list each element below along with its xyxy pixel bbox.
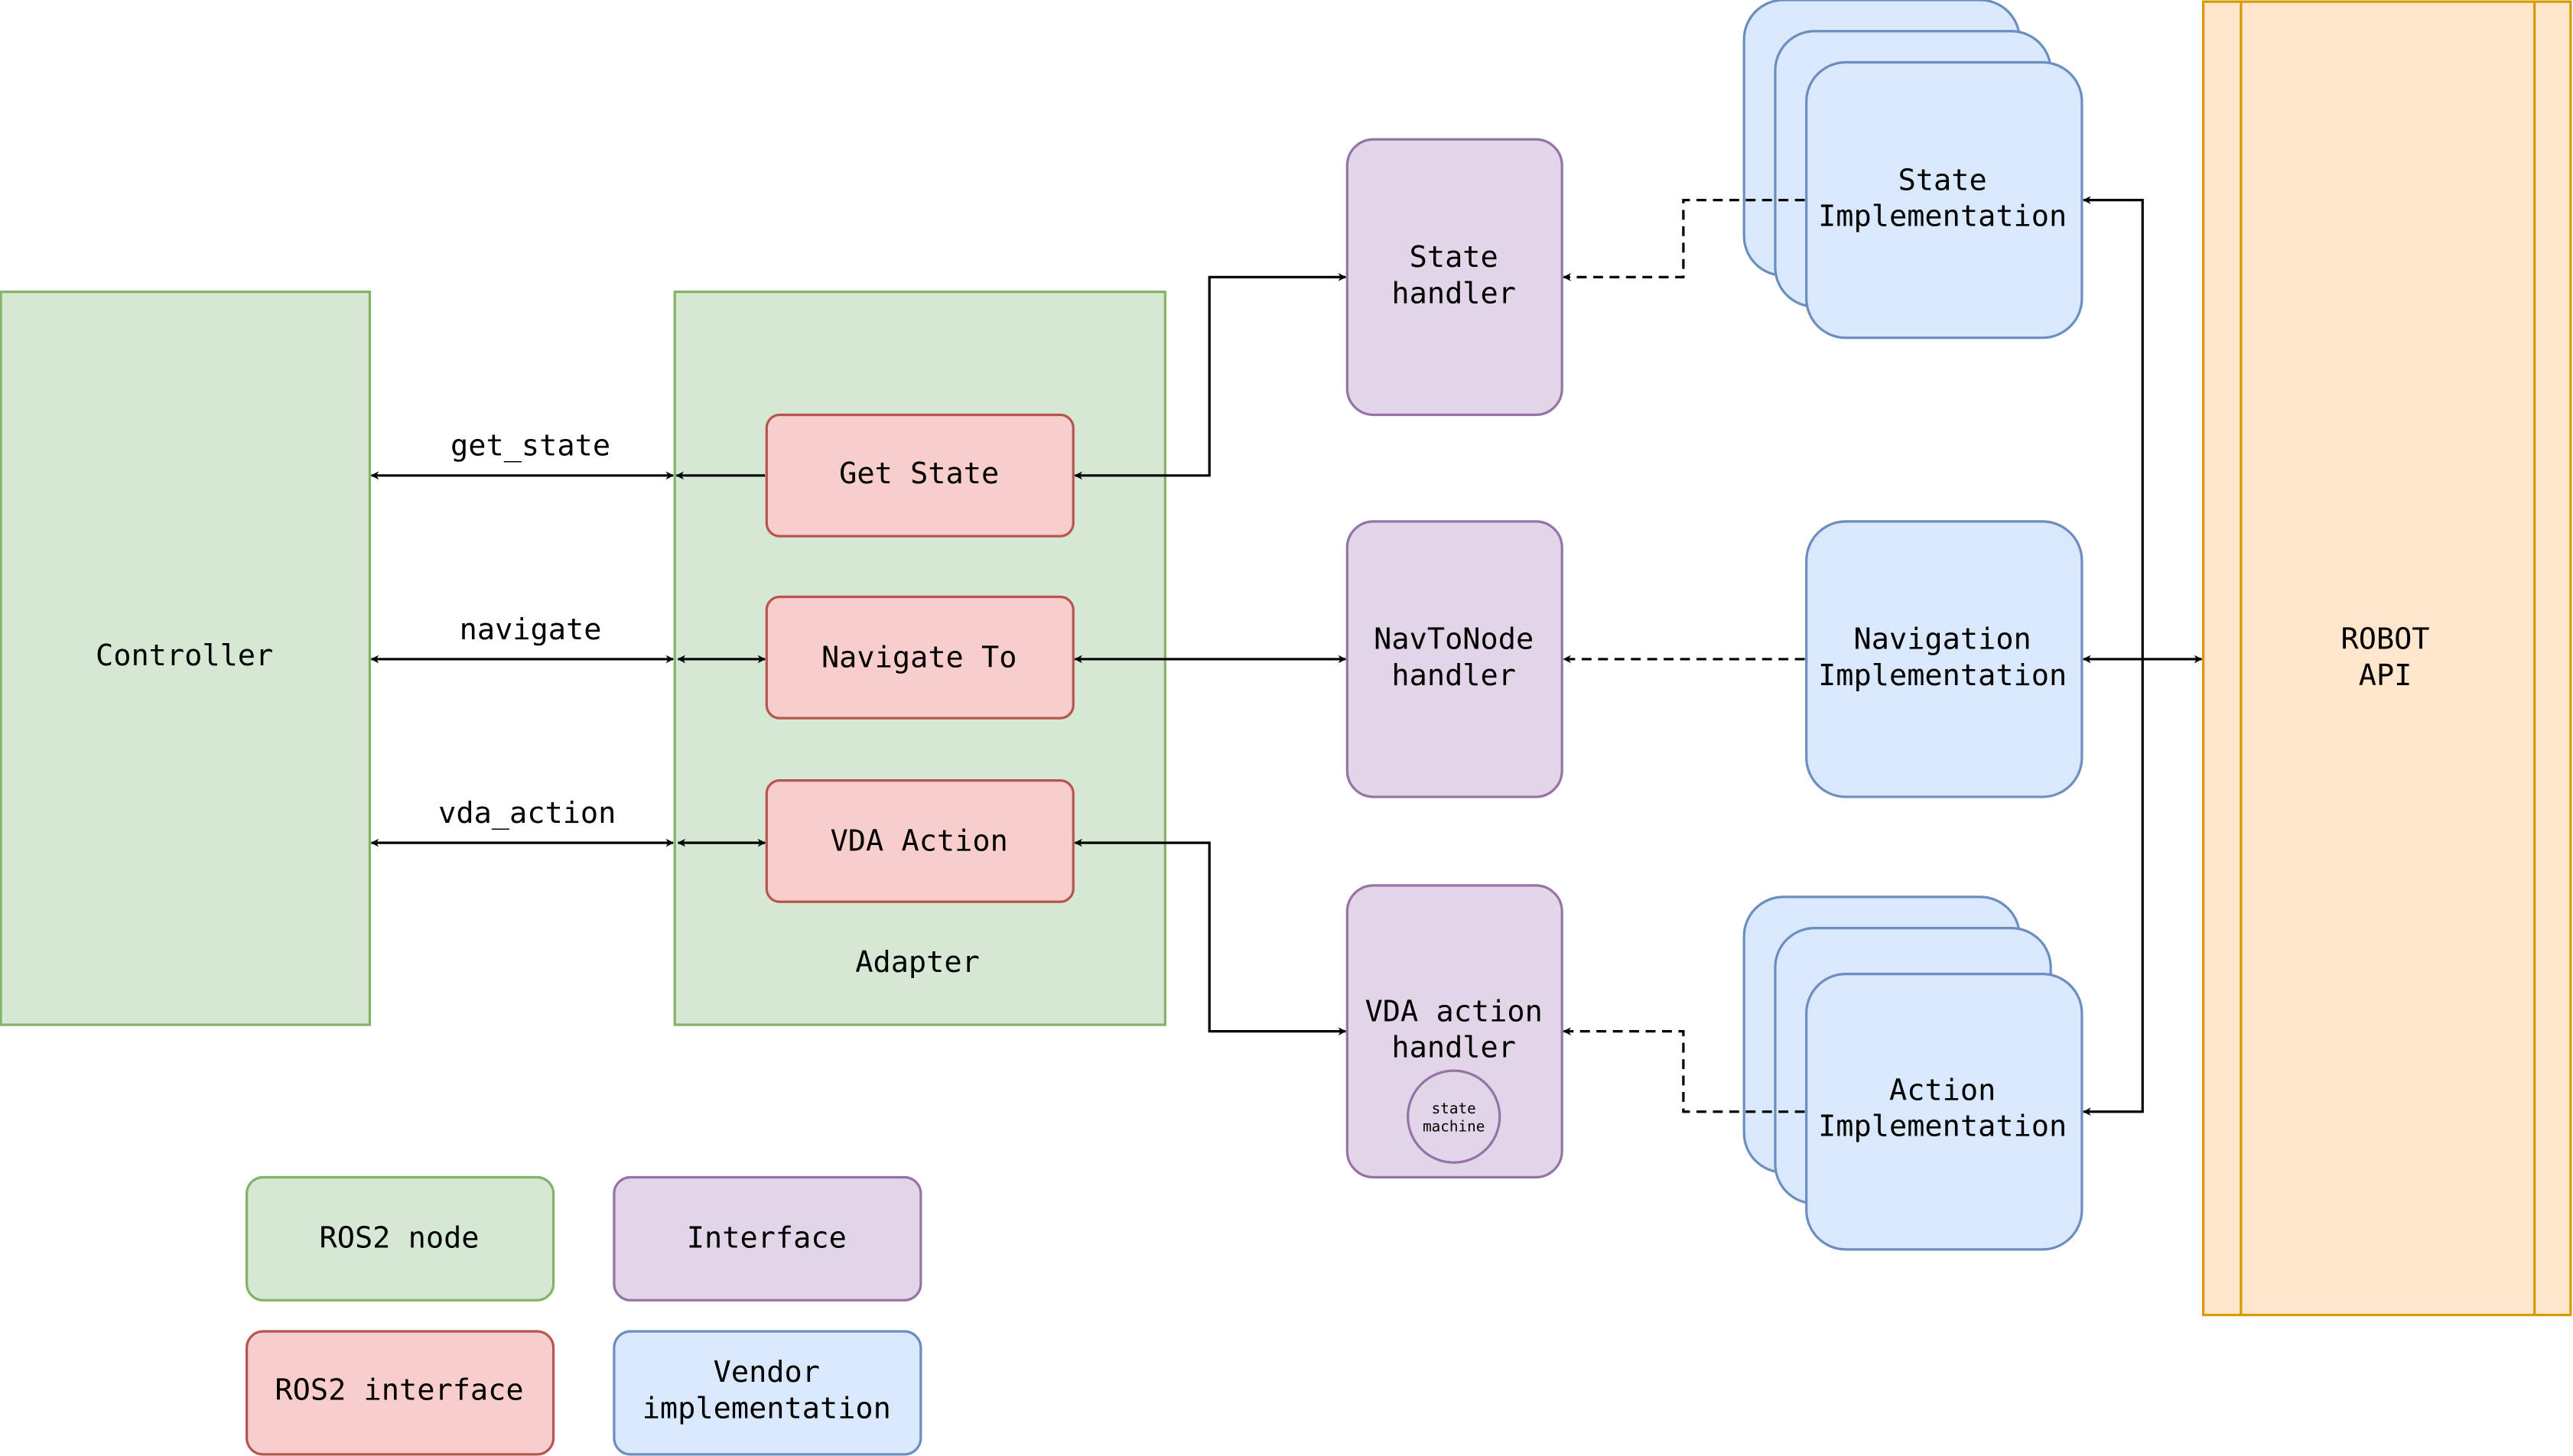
- state-impl-label-1: State: [1898, 163, 1987, 197]
- vda-action-handler-label-1: VDA action: [1365, 994, 1543, 1029]
- legend: ROS2 node Interface ROS2 interface Vendo…: [246, 1175, 922, 1456]
- edge-get-state: get_state: [370, 429, 675, 480]
- edge-navigate: navigate: [370, 613, 675, 664]
- legend-vendor-label-1: Vendor: [714, 1355, 820, 1389]
- state-handler-node: State handler: [1345, 138, 1563, 417]
- edge-navigate-label: navigate: [460, 613, 602, 647]
- interface-handler-edges: [1074, 273, 1347, 1036]
- legend-vendor-implementation: Vendor implementation: [613, 1330, 922, 1456]
- adapter-label: Adapter: [855, 945, 980, 980]
- vda-action-handler-label-2: handler: [1391, 1031, 1516, 1065]
- legend-vendor-label-2: implementation: [642, 1391, 891, 1425]
- navigate-to-label: Navigate To: [821, 640, 1017, 674]
- controller-label: Controller: [96, 639, 273, 673]
- state-impl-label-2: Implementation: [1818, 200, 2067, 234]
- edge-get-state-label: get_state: [451, 429, 610, 463]
- legend-ros2-node: ROS2 node: [246, 1175, 555, 1302]
- vda-action-label: VDA Action: [831, 824, 1008, 858]
- navigation-implementation-node: Navigation Implementation: [1805, 520, 2083, 798]
- controller-node: Controller: [0, 291, 372, 1026]
- edge-vda-action-label: vda_action: [438, 796, 616, 830]
- legend-interface: Interface: [613, 1175, 922, 1302]
- implementation-handler-edges: [1563, 198, 1805, 1113]
- action-impl-label-2: Implementation: [1818, 1110, 2067, 1144]
- legend-ros2-interface-label: ROS2 interface: [275, 1373, 523, 1408]
- navtonode-handler-label-2: handler: [1391, 658, 1516, 693]
- state-handler-label-1: State: [1410, 240, 1498, 275]
- legend-ros2-interface: ROS2 interface: [246, 1330, 555, 1456]
- navtonode-handler-label-1: NavToNode: [1374, 622, 1534, 657]
- robot-api-node: ROBOT API: [2201, 0, 2572, 1317]
- action-impl-label-1: Action: [1889, 1073, 1996, 1107]
- get-state-interface: Get State: [765, 413, 1075, 538]
- implementation-robot-edges: [2082, 196, 2203, 1116]
- action-implementation-stack: Action Implementation: [1742, 895, 2083, 1251]
- edge-vda-action: vda_action: [370, 796, 675, 847]
- robot-api-label-2: API: [2359, 658, 2412, 693]
- vda-action-handler-node: VDA action handler state machine: [1345, 884, 1563, 1179]
- get-state-label: Get State: [839, 457, 999, 491]
- robot-api-label-1: ROBOT: [2341, 622, 2430, 657]
- legend-ros2-node-label: ROS2 node: [319, 1220, 479, 1255]
- vda-action-interface: VDA Action: [765, 779, 1075, 903]
- state-machine-label-1: state: [1432, 1100, 1476, 1117]
- legend-interface-label: Interface: [687, 1220, 847, 1255]
- navigation-impl-label-2: Implementation: [1818, 658, 2067, 693]
- navtonode-handler-node: NavToNode handler: [1345, 520, 1563, 798]
- adapter-internal-edges: [675, 471, 766, 847]
- state-machine-node: state machine: [1407, 1069, 1501, 1164]
- state-handler-label-2: handler: [1391, 276, 1516, 310]
- navigation-impl-label-1: Navigation: [1854, 622, 2031, 657]
- navigate-to-interface: Navigate To: [765, 595, 1075, 720]
- state-implementation-stack: State Implementation: [1742, 0, 2083, 340]
- state-machine-label-2: machine: [1423, 1118, 1485, 1136]
